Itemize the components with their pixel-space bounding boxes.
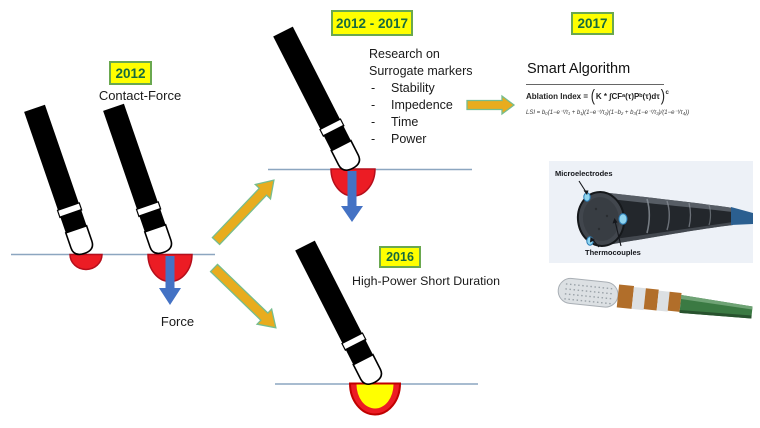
bullet-marker: -: [371, 115, 376, 129]
formula-body: K * ∫CFᵃ(τ)Pᵇ(τ)dτ: [595, 91, 660, 101]
badge-2012: 2012: [109, 61, 152, 85]
catheter-icon: [271, 25, 364, 175]
lesion-small-icon: [69, 253, 103, 271]
flow-arrow-down-icon: [209, 263, 277, 329]
formula-paren: ): [660, 86, 665, 105]
formula-lhs: Ablation Index =: [526, 91, 589, 101]
hpsd-title: High-Power Short Duration: [352, 274, 501, 288]
ablation-index-formula: Ablation Index = (K * ∫CFᵃ(τ)Pᵇ(τ)dτ)c: [526, 86, 669, 105]
list-item: - Stability: [371, 80, 491, 97]
bullet-text: Time: [391, 115, 419, 129]
force-arrow-icon: [341, 171, 363, 222]
contact-force-arrows: [159, 171, 363, 305]
research-heading-line2: Surrogate markers: [369, 64, 473, 78]
bullet-text: Impedence: [391, 98, 453, 112]
smart-algorithm-title: Smart Algorithm: [527, 61, 631, 77]
microelectrodes-label: Microelectrodes: [555, 169, 613, 178]
flow-arrow-up-icon: [211, 179, 275, 246]
research-heading: Research on Surrogate markers: [369, 46, 509, 80]
catheter-photo: [557, 273, 759, 325]
research-heading-line1: Research on: [369, 47, 440, 61]
research-bullet-list: - Stability - Impedence - Time - Power: [371, 80, 491, 148]
list-item: - Power: [371, 131, 491, 148]
bullet-marker: -: [371, 81, 376, 95]
force-label: Force: [160, 314, 195, 329]
badge-2016: 2016: [379, 246, 421, 268]
force-arrow-icon: [159, 256, 181, 305]
thermocouples-label: Thermocouples: [585, 248, 641, 257]
lsi-formula: LSI = b₀(1−e⁻ᵗ/τ₁ + b₁)(1−e⁻ᵗ/τ₂)(1−b₂ +…: [526, 110, 690, 116]
catheter-photo-render: [557, 277, 753, 319]
bullet-marker: -: [371, 98, 376, 112]
formula-block: Ablation Index = (K * ∫CFᵃ(τ)Pᵇ(τ)dτ)c L…: [526, 84, 690, 116]
catheter-tip-render: [549, 161, 753, 263]
catheter-icon: [293, 239, 386, 389]
timeline-flow-arrows: [209, 94, 516, 329]
contact-force-title: Contact-Force: [98, 88, 182, 103]
lesion-hpsd-core-icon: [356, 384, 394, 409]
formula-exponent: c: [665, 90, 669, 96]
formula-paren: (: [590, 86, 596, 105]
bullet-text: Stability: [391, 81, 435, 95]
badge-2017: 2017: [571, 12, 614, 35]
catheter-icon: [101, 102, 176, 257]
catheter-illustrations: [22, 25, 386, 389]
bullet-marker: -: [371, 132, 376, 146]
list-item: - Time: [371, 114, 491, 131]
badge-2012-2017: 2012 - 2017: [331, 10, 413, 36]
list-item: - Impedence: [371, 97, 491, 114]
bullet-text: Power: [391, 132, 427, 146]
catheter-icon: [22, 103, 97, 258]
flow-arrow-right-icon: [466, 94, 516, 116]
catheter-tip-photo: Microelectrodes Thermocouples: [549, 161, 753, 263]
